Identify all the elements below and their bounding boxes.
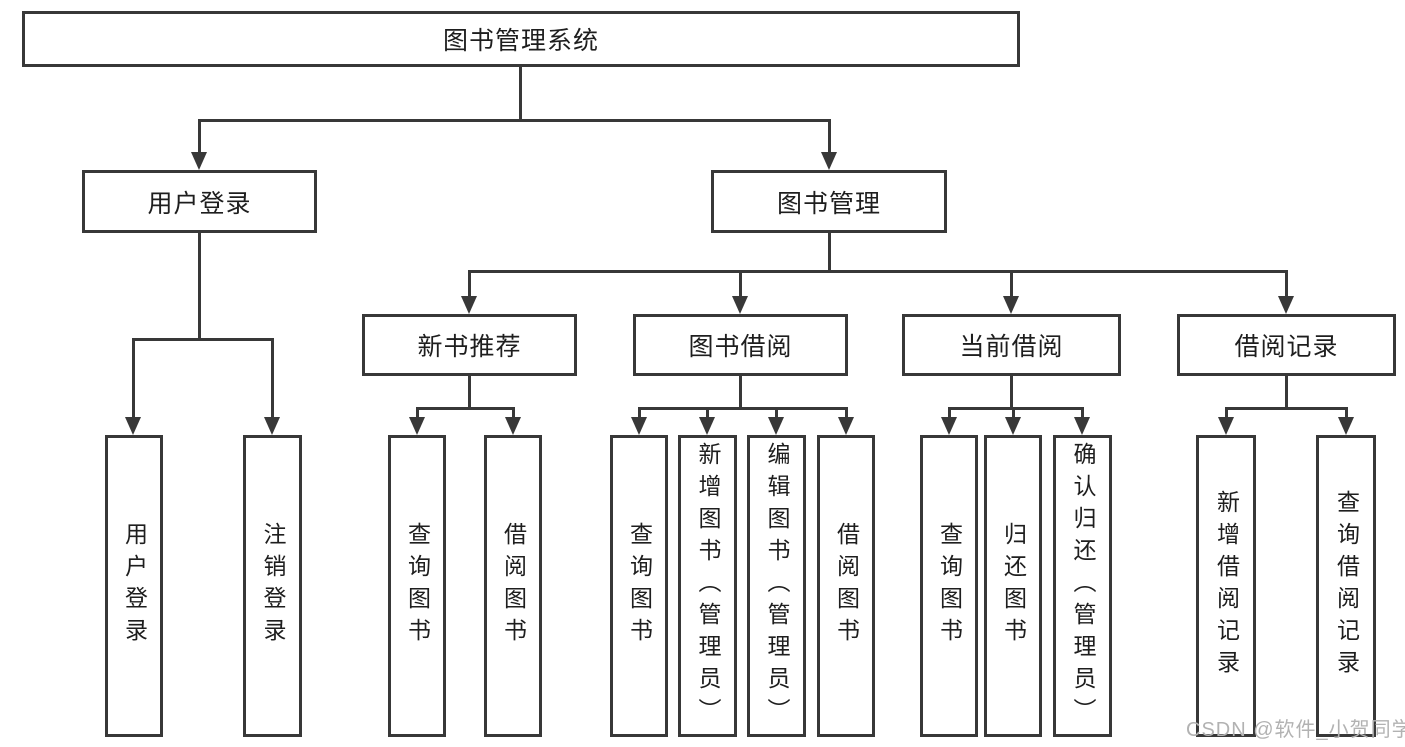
connector-leaf [706, 407, 709, 419]
node-borrowing-records: 借阅记录 [1177, 314, 1396, 376]
connector-book-management-horizontal [468, 270, 1288, 273]
connector-leaf [845, 407, 848, 419]
connector-new-book-horizontal [416, 407, 514, 410]
node-library-system-label: 图书管理系统 [442, 27, 599, 55]
connector-to-user-login [198, 119, 201, 154]
arrowhead-leaf [505, 417, 521, 435]
connector-leaf [512, 407, 515, 419]
arrowhead-leaf [409, 417, 425, 435]
connector-leaf [416, 407, 419, 419]
connector-borrowing-records-horizontal [1225, 407, 1347, 410]
connector-new-book-drop [468, 376, 471, 408]
leaf-current-return-books-label: 归还图书 [1000, 522, 1027, 650]
connector-user-login-drop [198, 233, 201, 339]
connector-leaf [948, 407, 951, 419]
leaf-borrowing-query-books: 查询图书 [610, 435, 668, 737]
leaf-borrowing-edit-books-admin: 编辑图书（管理员） [747, 435, 806, 737]
arrowhead-leaf [1338, 417, 1354, 435]
leaf-logout-label: 注销登录 [260, 522, 286, 650]
leaf-user-login: 用户登录 [105, 435, 163, 737]
leaf-current-return-books: 归还图书 [984, 435, 1042, 737]
leaf-borrowing-borrow-books: 借阅图书 [817, 435, 875, 737]
node-user-login: 用户登录 [82, 170, 317, 233]
connector-leaf [1012, 407, 1015, 419]
arrowhead-book-borrowing [732, 296, 748, 314]
connector-leaf [1225, 407, 1228, 419]
node-user-login-label: 用户登录 [147, 189, 252, 218]
leaf-recommend-borrow-books: 借阅图书 [484, 435, 542, 737]
node-current-borrowing: 当前借阅 [902, 314, 1121, 376]
leaf-records-add-record-label: 新增借阅记录 [1213, 490, 1240, 682]
connector-root-trunk [519, 67, 522, 120]
node-borrowing-records-label: 借阅记录 [1234, 333, 1339, 361]
leaf-current-query-books-label: 查询图书 [936, 522, 963, 650]
arrowhead-leaf-user-login [125, 417, 141, 435]
leaf-recommend-borrow-books-label: 借阅图书 [500, 522, 527, 650]
leaf-records-query-record-label: 查询借阅记录 [1333, 490, 1360, 682]
arrowhead-current-borrowing [1003, 296, 1019, 314]
connector-to-new-book [468, 270, 471, 299]
arrowhead-book-management [821, 152, 837, 170]
node-book-borrowing: 图书借阅 [633, 314, 848, 376]
leaf-recommend-query-books-label: 查询图书 [404, 522, 431, 650]
leaf-user-login-label: 用户登录 [121, 522, 148, 650]
node-library-system: 图书管理系统 [22, 11, 1020, 67]
connector-to-leaf-logout [271, 338, 274, 419]
connector-leaf [638, 407, 641, 419]
arrowhead-leaf [838, 417, 854, 435]
node-book-management: 图书管理 [711, 170, 947, 233]
arrowhead-leaf [1005, 417, 1021, 435]
arrowhead-leaf [941, 417, 957, 435]
connector-to-borrowing-records [1285, 270, 1288, 299]
leaf-records-add-record: 新增借阅记录 [1196, 435, 1256, 737]
leaf-records-query-record: 查询借阅记录 [1316, 435, 1376, 737]
connector-borrowing-records-drop [1285, 376, 1288, 408]
connector-current-borrowing-drop [1010, 376, 1013, 408]
connector-leaf [1345, 407, 1348, 419]
connector-current-borrowing-horizontal [948, 407, 1084, 410]
watermark: CSDN @软件_小贺同学 [1186, 719, 1405, 741]
connector-root-horizontal [198, 119, 831, 122]
arrowhead-user-login [191, 152, 207, 170]
connector-book-borrowing-horizontal [638, 407, 847, 410]
leaf-current-confirm-return-admin-label: 确认归还（管理员） [1070, 442, 1096, 730]
connector-book-borrowing-drop [739, 376, 742, 408]
leaf-current-query-books: 查询图书 [920, 435, 978, 737]
arrowhead-new-book [461, 296, 477, 314]
leaf-recommend-query-books: 查询图书 [388, 435, 446, 737]
arrowhead-leaf [1218, 417, 1234, 435]
node-new-book-recommend-label: 新书推荐 [417, 333, 522, 361]
arrowhead-leaf [699, 417, 715, 435]
arrowhead-borrowing-records [1278, 296, 1294, 314]
node-current-borrowing-label: 当前借阅 [959, 333, 1064, 361]
connector-leaf [775, 407, 778, 419]
leaf-borrowing-edit-books-admin-label: 编辑图书（管理员） [764, 442, 790, 730]
connector-leaf [1081, 407, 1084, 419]
connector-to-current-borrowing [1010, 270, 1013, 299]
connector-to-leaf-user-login [132, 338, 135, 419]
leaf-logout: 注销登录 [243, 435, 302, 737]
connector-book-management-drop [828, 233, 831, 271]
node-new-book-recommend: 新书推荐 [362, 314, 577, 376]
arrowhead-leaf-logout [264, 417, 280, 435]
node-book-management-label: 图书管理 [776, 189, 881, 218]
node-book-borrowing-label: 图书借阅 [688, 333, 793, 361]
leaf-borrowing-borrow-books-label: 借阅图书 [833, 522, 860, 650]
connector-user-login-horizontal [132, 338, 274, 341]
leaf-borrowing-add-books-admin-label: 新增图书（管理员） [695, 442, 721, 730]
leaf-borrowing-query-books-label: 查询图书 [626, 522, 653, 650]
connector-to-book-management [828, 119, 831, 154]
leaf-current-confirm-return-admin: 确认归还（管理员） [1053, 435, 1112, 737]
connector-to-book-borrowing [739, 270, 742, 299]
arrowhead-leaf [1074, 417, 1090, 435]
arrowhead-leaf [631, 417, 647, 435]
leaf-borrowing-add-books-admin: 新增图书（管理员） [678, 435, 737, 737]
arrowhead-leaf [768, 417, 784, 435]
